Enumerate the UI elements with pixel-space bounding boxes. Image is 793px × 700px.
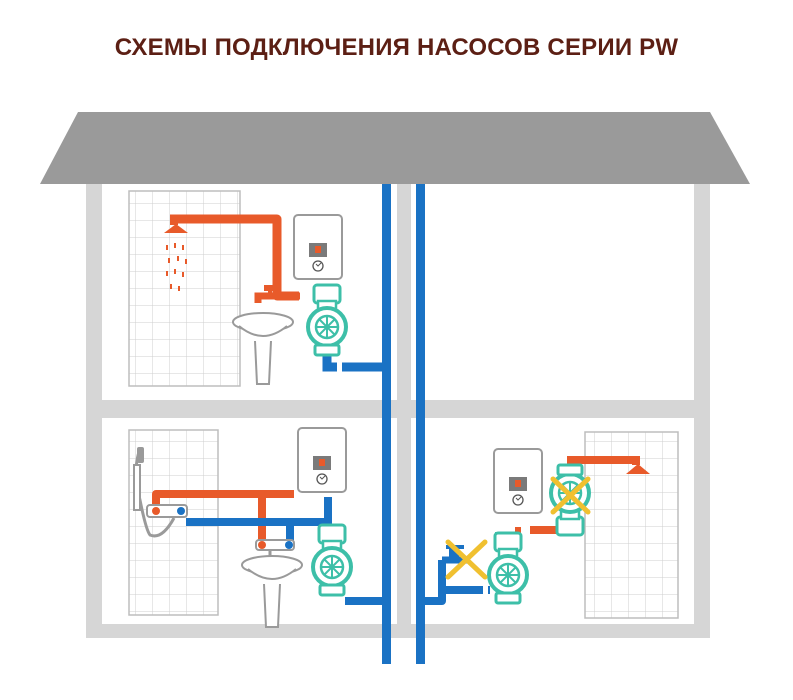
- cold-pipe-bottom-right: [425, 560, 490, 605]
- circulation-pump-icon: [549, 463, 591, 537]
- house-walls: [86, 184, 710, 638]
- circulation-pump-icon: [487, 531, 529, 605]
- bottom-left-room: [133, 427, 382, 628]
- bottom-right-room: [425, 448, 650, 605]
- water-heater-icon: [293, 214, 343, 280]
- water-heater-icon: [493, 448, 543, 514]
- cross-mark-icon: [445, 539, 488, 580]
- hand-shower-icon: [133, 447, 188, 538]
- water-heater-icon: [297, 427, 347, 493]
- cold-pipe-top-left: [322, 352, 382, 372]
- circulation-pump-icon: [311, 523, 353, 597]
- shower-head-icon: [626, 456, 650, 474]
- sink-icon: [241, 555, 303, 628]
- top-left-room: [164, 214, 382, 385]
- cross-mark-icon: [550, 476, 591, 515]
- cold-riser-right: [416, 184, 425, 664]
- cold-riser-left: [382, 184, 391, 664]
- faucet-icon: [254, 285, 300, 303]
- cold-pipe-bottom-left: [186, 497, 382, 605]
- shower-head-icon: [164, 215, 188, 291]
- house-roof: [40, 112, 750, 184]
- sink-icon: [232, 312, 294, 385]
- hot-pipe-bottom-left: [152, 490, 294, 540]
- diagram-title: СХЕМЫ ПОДКЛЮЧЕНИЯ НАСОСОВ СЕРИИ PW: [114, 34, 679, 61]
- circulation-pump-icon: [306, 283, 348, 357]
